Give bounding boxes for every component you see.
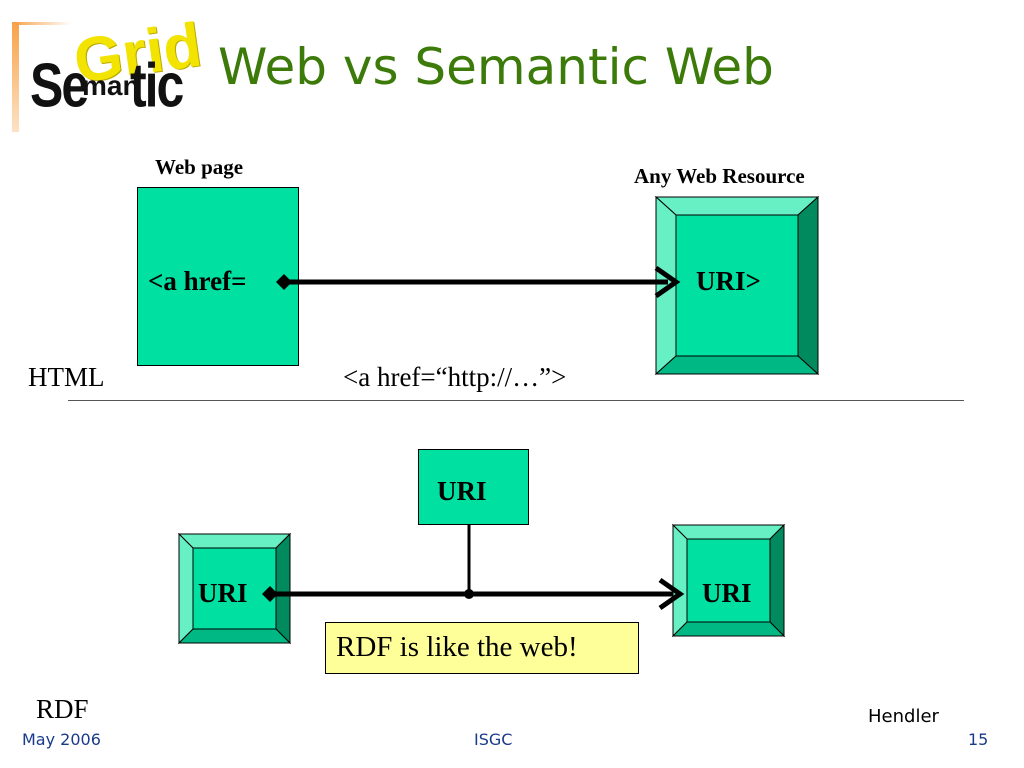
footer-event: ISGC [474, 730, 513, 749]
section-divider [68, 400, 964, 401]
logo-tic-text: tic [130, 50, 184, 120]
any-web-resource-label: Any Web Resource [634, 164, 805, 188]
logo-man-text: man [82, 70, 140, 101]
rdf-uri-left-text: URI [198, 578, 248, 608]
resource-uri-text: URI> [696, 266, 761, 296]
rdf-uri-right-text: URI [702, 578, 752, 608]
semantic-grid-logo: Grid Se man tic [28, 10, 206, 120]
rdf-label: RDF [36, 694, 89, 724]
footer-author: Hendler [868, 706, 939, 727]
footer-date: May 2006 [22, 730, 101, 749]
web-link-arrow [276, 265, 681, 299]
rdf-link-arrow [262, 525, 685, 611]
slide-number: 15 [968, 730, 989, 749]
html-label: HTML [28, 362, 105, 392]
logo-se-text: Se [30, 50, 89, 120]
web-page-box [137, 187, 299, 366]
href-text: <a href= [148, 266, 247, 296]
href-example: <a href=“http://…”> [343, 362, 567, 392]
header-accent-bar [12, 22, 19, 132]
resource-box [654, 195, 820, 376]
header-accent-line [12, 22, 72, 25]
rdf-uri-top-text: URI [437, 476, 487, 506]
web-page-label: Web page [155, 155, 244, 179]
rdf-top-box [418, 449, 529, 525]
rdf-right-box [671, 523, 786, 638]
rdf-note: RDF is like the web! [325, 622, 639, 674]
rdf-left-box [177, 532, 292, 645]
slide-title: Web vs Semantic Web [218, 38, 774, 96]
